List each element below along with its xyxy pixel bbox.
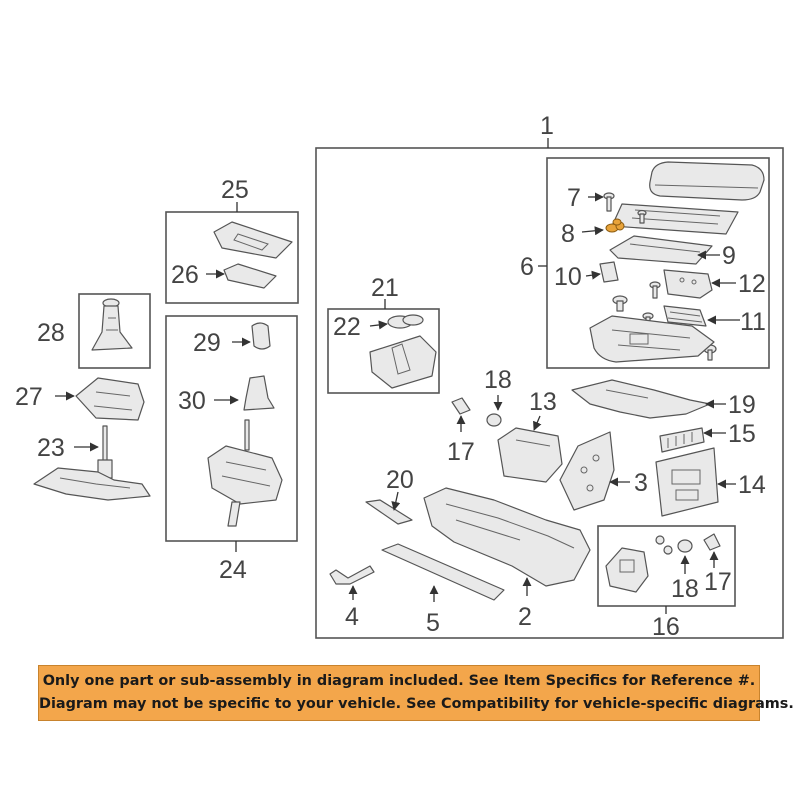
shifter-base-23-part xyxy=(33,425,151,501)
vent-15-part xyxy=(659,427,705,453)
callout-18-top: 18 xyxy=(484,366,512,394)
cupholder-box xyxy=(327,308,440,394)
latch-12-part xyxy=(663,269,713,299)
callout-23: 23 xyxy=(37,434,65,462)
banner-line-2: Diagram may not be specific to your vehi… xyxy=(39,696,794,712)
bolt-7-part xyxy=(603,192,647,224)
callout-13: 13 xyxy=(529,388,557,416)
callout-4: 4 xyxy=(345,603,359,631)
callout-30: 30 xyxy=(178,387,206,415)
trim-strip-20-part xyxy=(365,499,413,525)
callout-16: 16 xyxy=(652,613,680,641)
callout-6: 6 xyxy=(520,253,534,281)
cap-17-part xyxy=(451,397,471,415)
callout-28: 28 xyxy=(37,319,65,347)
callout-11: 11 xyxy=(740,308,766,336)
shifter-bracket-27-part xyxy=(75,377,145,421)
callout-1: 1 xyxy=(540,112,554,140)
callout-29: 29 xyxy=(193,329,221,357)
shift-boot-30-part xyxy=(243,375,275,411)
callout-7: 7 xyxy=(567,184,581,212)
callout-14: 14 xyxy=(738,471,766,499)
callout-18-bottom: 18 xyxy=(671,575,699,603)
callout-24: 24 xyxy=(219,556,247,584)
rear-panel-14-part xyxy=(655,447,719,517)
cupholder-insert-22-part xyxy=(387,314,424,329)
hinge-11-part xyxy=(663,305,707,327)
callout-12: 12 xyxy=(738,270,766,298)
shift-boot-28-part xyxy=(91,298,133,351)
side-panel-3-part xyxy=(559,431,615,511)
hinge-base-9-part xyxy=(609,235,713,265)
callout-21: 21 xyxy=(371,274,399,302)
bracket-10-part xyxy=(599,261,619,283)
armrest-base-part xyxy=(589,315,715,363)
callout-5: 5 xyxy=(426,609,440,637)
shifter-assembly-24-part xyxy=(207,419,283,527)
callout-27: 27 xyxy=(15,383,43,411)
shift-knob-29-part xyxy=(251,322,271,350)
callout-3: 3 xyxy=(634,469,648,497)
armrest-subassembly-box xyxy=(546,157,770,369)
callout-22: 22 xyxy=(333,313,361,341)
rear-bin-16-part xyxy=(605,547,649,593)
plug-18-part xyxy=(486,413,502,427)
cupholder-22-part xyxy=(369,335,437,389)
main-assembly-box xyxy=(315,147,784,639)
callout-9: 9 xyxy=(722,242,736,270)
console-body-2-part xyxy=(423,487,591,587)
bracket-4-part xyxy=(329,565,375,585)
shift-knob-boot-box xyxy=(78,293,151,369)
shift-plate-26-part xyxy=(223,263,277,289)
callout-8: 8 xyxy=(561,220,575,248)
storage-bin-13-part xyxy=(497,427,563,483)
callout-25: 25 xyxy=(221,176,249,204)
callout-26: 26 xyxy=(171,261,199,289)
callout-2: 2 xyxy=(518,603,532,631)
banner-line-1: Only one part or sub-assembly in diagram… xyxy=(42,673,756,689)
plugs-16-part xyxy=(655,533,721,555)
armrest-lid-part xyxy=(649,161,765,201)
callout-17-bottom: 17 xyxy=(704,568,732,596)
armrest-tray-part xyxy=(611,203,739,235)
highlighted-clip-8-part xyxy=(605,218,625,233)
callout-19: 19 xyxy=(728,391,756,419)
trim-5-part xyxy=(381,543,505,601)
shifter-box xyxy=(165,315,298,542)
shift-bezel-box xyxy=(165,211,299,304)
shift-bezel-25-part xyxy=(213,221,293,259)
callout-20: 20 xyxy=(386,466,414,494)
trim-19-part xyxy=(571,379,711,419)
callout-15: 15 xyxy=(728,420,756,448)
callout-10: 10 xyxy=(554,263,582,291)
callout-17-top: 17 xyxy=(447,438,475,466)
disclaimer-banner: Only one part or sub-assembly in diagram… xyxy=(38,665,794,721)
